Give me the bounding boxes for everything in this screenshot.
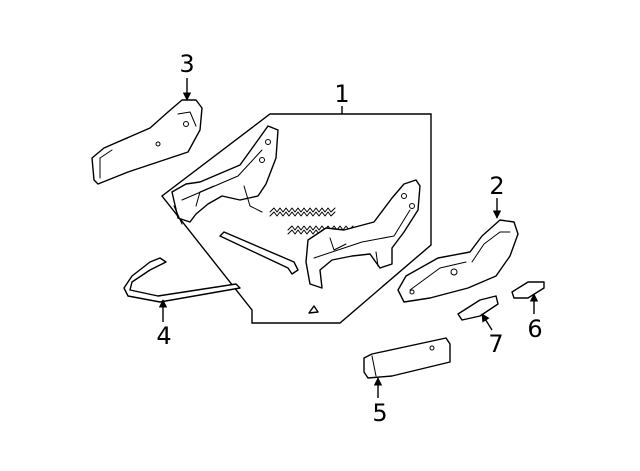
part-6-knob xyxy=(511,281,545,299)
callout-2: 2 xyxy=(489,172,504,200)
part-5-lower-cover xyxy=(363,337,451,379)
part-7-knob xyxy=(457,295,499,321)
callout-labels: 1 2 3 4 5 6 7 xyxy=(156,50,542,427)
part-2-side-shield xyxy=(397,219,519,303)
part-1-seat-track-assembly xyxy=(161,113,432,324)
part-4-cable xyxy=(123,257,241,303)
callout-1: 1 xyxy=(334,80,349,108)
callout-7: 7 xyxy=(488,330,503,358)
callout-5: 5 xyxy=(372,399,387,427)
right-seat-rail xyxy=(305,179,421,289)
callout-6: 6 xyxy=(527,315,542,343)
leader-7 xyxy=(481,313,493,331)
callout-4: 4 xyxy=(156,322,171,350)
callout-3: 3 xyxy=(179,50,194,78)
part-3-recliner-cover xyxy=(91,99,203,185)
clip xyxy=(308,305,319,314)
cross-bar xyxy=(219,231,299,275)
leader-lines xyxy=(158,78,539,398)
